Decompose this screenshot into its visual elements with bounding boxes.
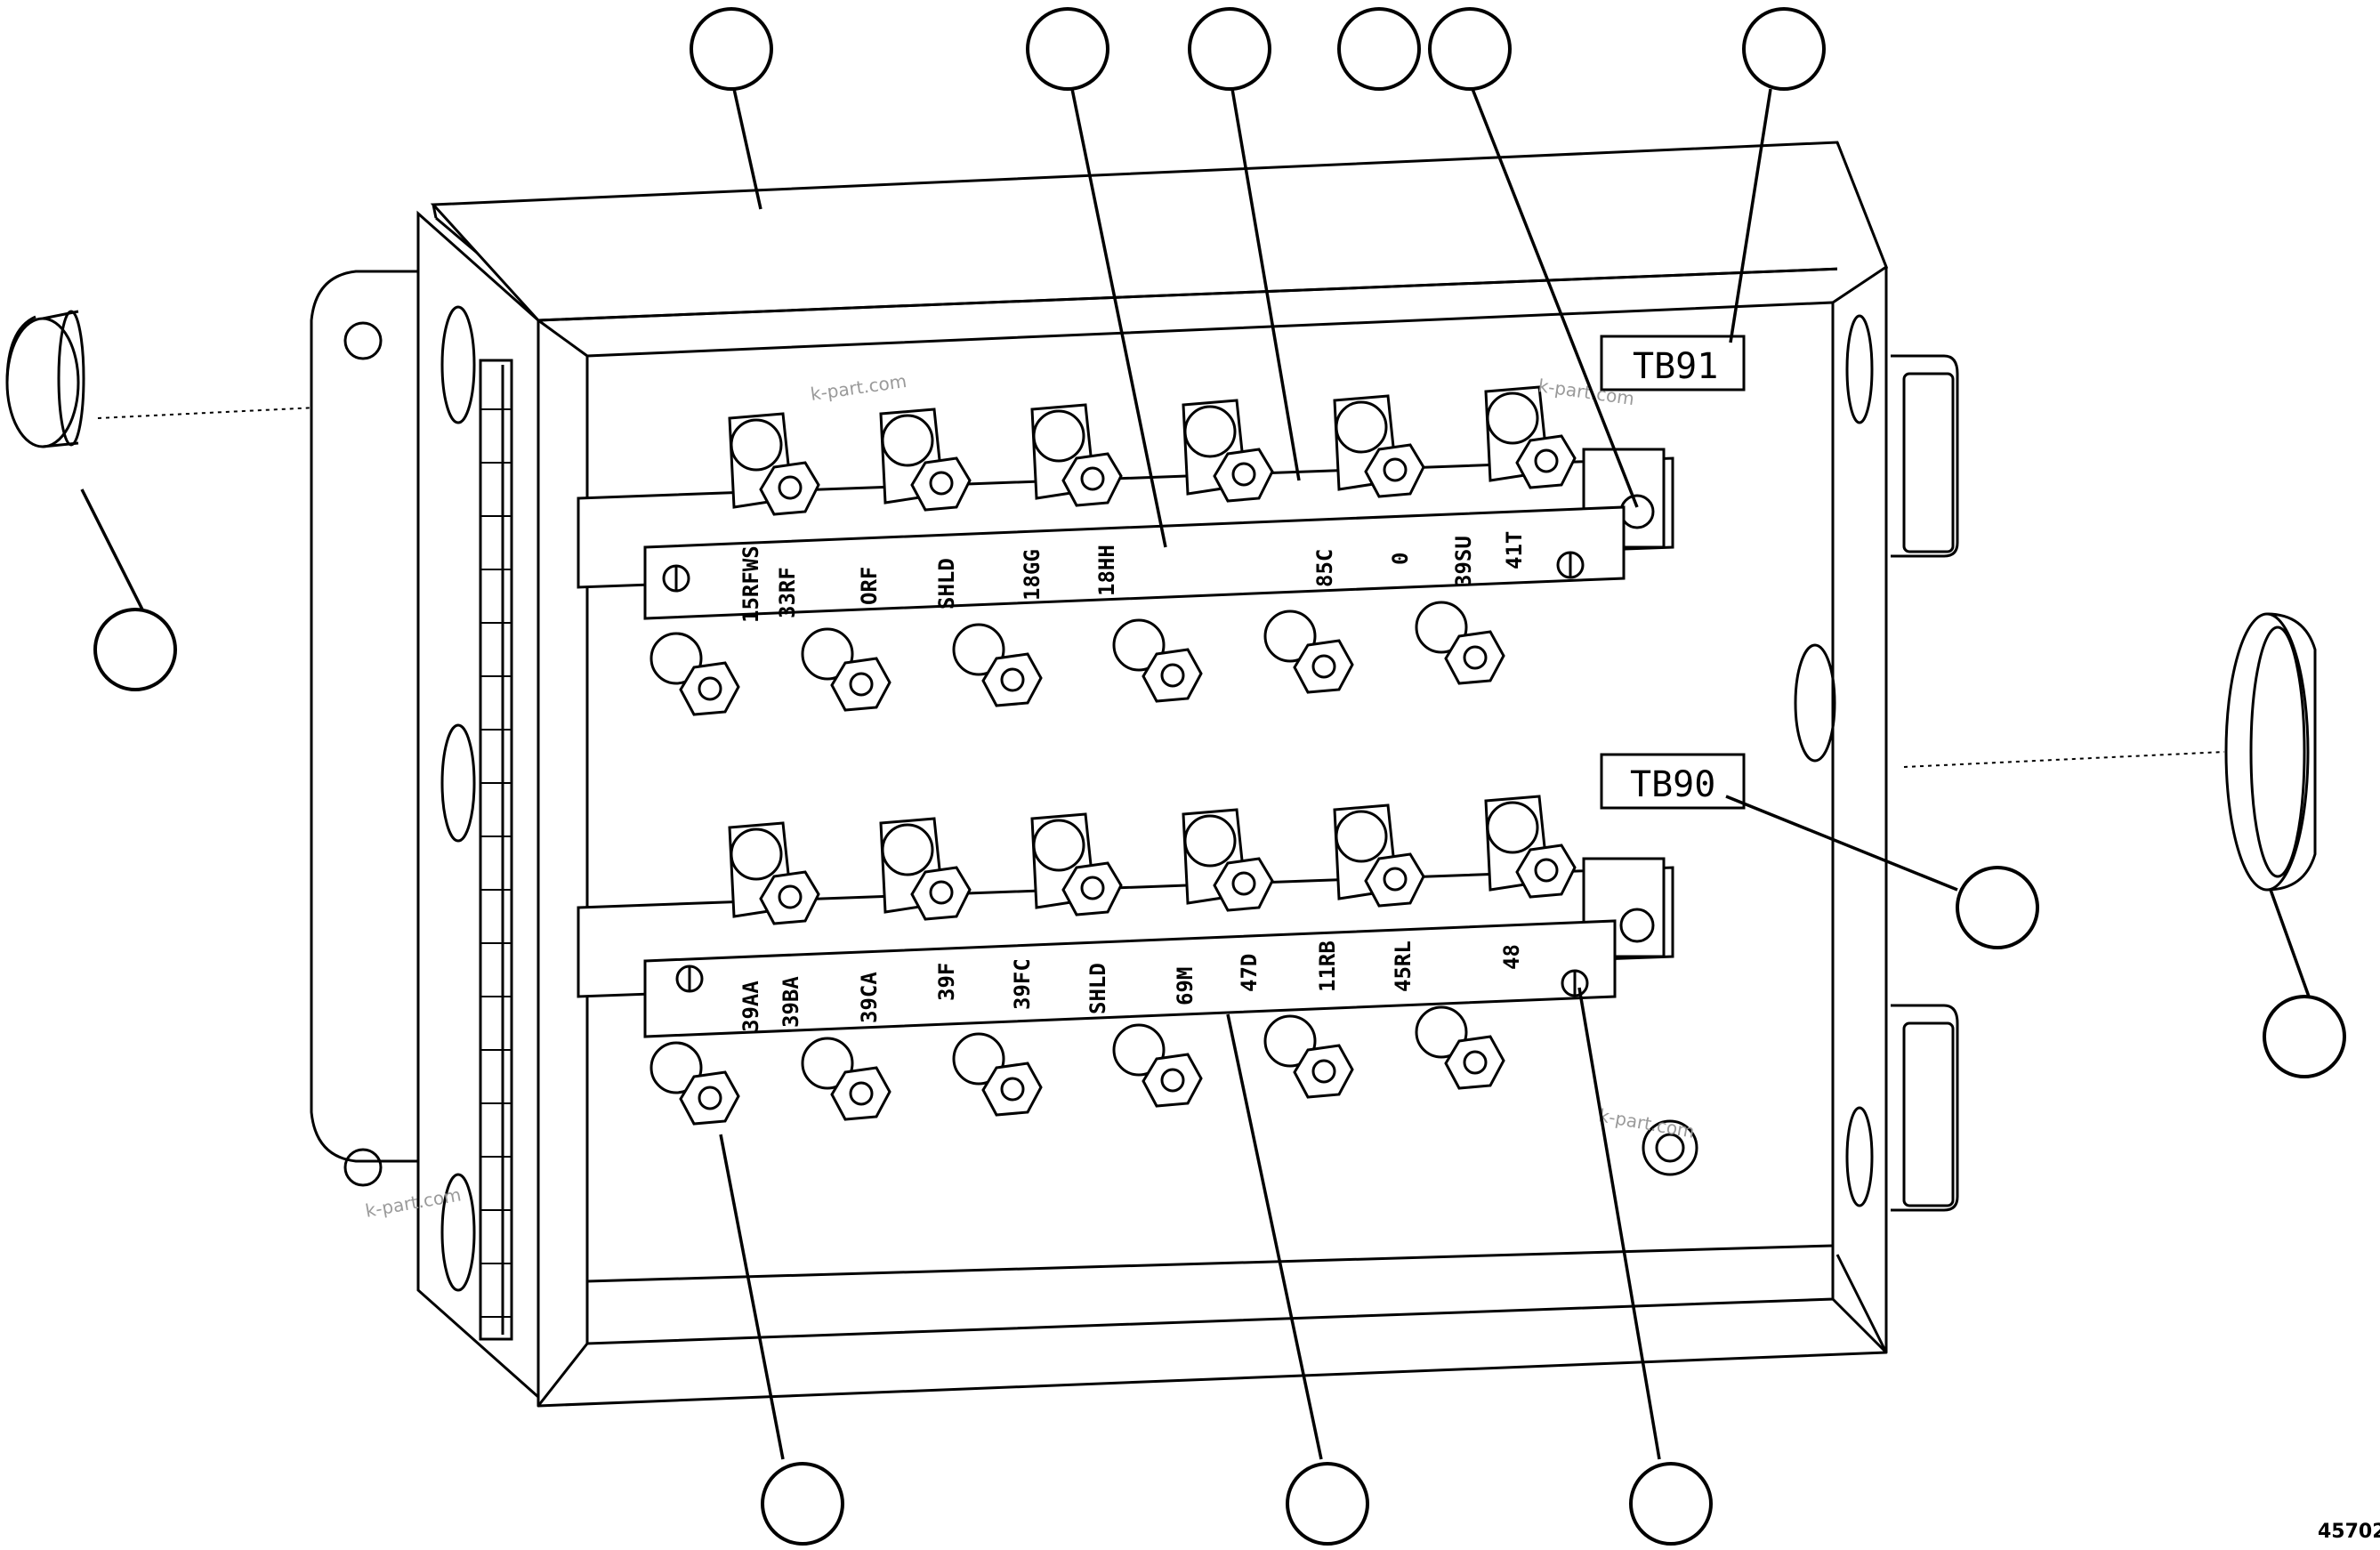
tb91-terminal-label: SHLD xyxy=(934,558,959,610)
tb91-lower-terminals xyxy=(649,601,1505,716)
callout-balloon xyxy=(1629,1462,1713,1546)
tb91-tag: TB91 xyxy=(1600,335,1746,392)
figure-number: 45702 xyxy=(2318,1521,2380,1543)
callout-balloon xyxy=(1337,7,1421,91)
tb91-terminal-label: 15RFWS xyxy=(738,545,763,623)
tb90-terminal-label: 39CA xyxy=(857,972,882,1023)
callout-balloon xyxy=(1286,1462,1369,1546)
callout-balloon xyxy=(1026,7,1109,91)
tb91-terminal-label: ORF xyxy=(857,567,882,605)
right-latch-lower xyxy=(1891,1004,1959,1212)
tb90-terminal-label: 39FC xyxy=(1010,958,1035,1010)
callout-balloon xyxy=(1428,7,1512,91)
callout-balloon xyxy=(2263,995,2346,1078)
tb90-tag-text: TB90 xyxy=(1630,764,1715,805)
tb91-upper-terminals xyxy=(728,385,1577,516)
leader-lines xyxy=(80,88,2311,1460)
tb91-terminal-label: 41T xyxy=(1502,531,1527,569)
tb91-strip-screw-right xyxy=(1556,551,1585,579)
tb90-strip-screw-left xyxy=(675,965,704,993)
tb90-upper-terminals xyxy=(728,795,1577,925)
tb91-terminal-label: 0 xyxy=(1388,553,1413,565)
tb91-terminal-label: 33RF xyxy=(775,567,800,618)
callout-balloon xyxy=(761,1462,844,1546)
terminal-block-tb90: 39AA 39BA 39CA 39F 39FC SHLD 69M 47D 11R… xyxy=(577,795,1674,1126)
tb90-terminal-label: 47D xyxy=(1237,954,1262,992)
callout-balloon xyxy=(1956,866,2039,949)
tb90-terminal-label: 39F xyxy=(934,963,959,1001)
right-plug-dashed-line xyxy=(1903,751,2225,768)
callout-balloon xyxy=(93,608,177,691)
callout-balloon xyxy=(1742,7,1826,91)
tb90-tag: TB90 xyxy=(1600,753,1746,810)
hinge-knuckles xyxy=(480,408,512,1318)
tb91-terminal-label: 39SU xyxy=(1451,536,1476,587)
tb90-strip-screw-right xyxy=(1561,969,1589,997)
tb91-marker-strip xyxy=(643,505,1626,620)
callouts xyxy=(93,7,2346,1546)
tb91-terminal-label: 18GG xyxy=(1020,549,1045,601)
tb91-strip-screw-left xyxy=(662,564,690,593)
callout-balloon xyxy=(1188,7,1271,91)
tb91-tag-text: TB91 xyxy=(1633,346,1718,387)
tb90-lower-terminals xyxy=(649,1005,1505,1126)
tb90-terminal-label: 69M xyxy=(1173,967,1198,1005)
tb90-terminal-label: SHLD xyxy=(1085,963,1110,1014)
callout-balloon xyxy=(690,7,773,91)
tb90-marker-strip xyxy=(643,919,1617,1038)
tb91-terminal-label: 85C xyxy=(1312,549,1337,587)
left-hole-plug xyxy=(5,310,85,448)
tb90-terminal-label: 45RL xyxy=(1391,940,1416,992)
tb90-terminal-label: 11RB xyxy=(1315,940,1340,992)
terminal-block-tb91: 15RFWS 33RF ORF SHLD 18GG 18HH 85C 0 39S… xyxy=(577,385,1674,716)
right-hole-plug xyxy=(2224,612,2317,892)
tb90-terminal-label: 39BA xyxy=(779,976,803,1028)
tb90-terminal-label: 48 xyxy=(1499,944,1524,970)
tb90-terminal-label: 39AA xyxy=(738,981,763,1032)
tb91-terminal-label: 18HH xyxy=(1094,545,1119,596)
right-latch-upper xyxy=(1891,354,1959,558)
